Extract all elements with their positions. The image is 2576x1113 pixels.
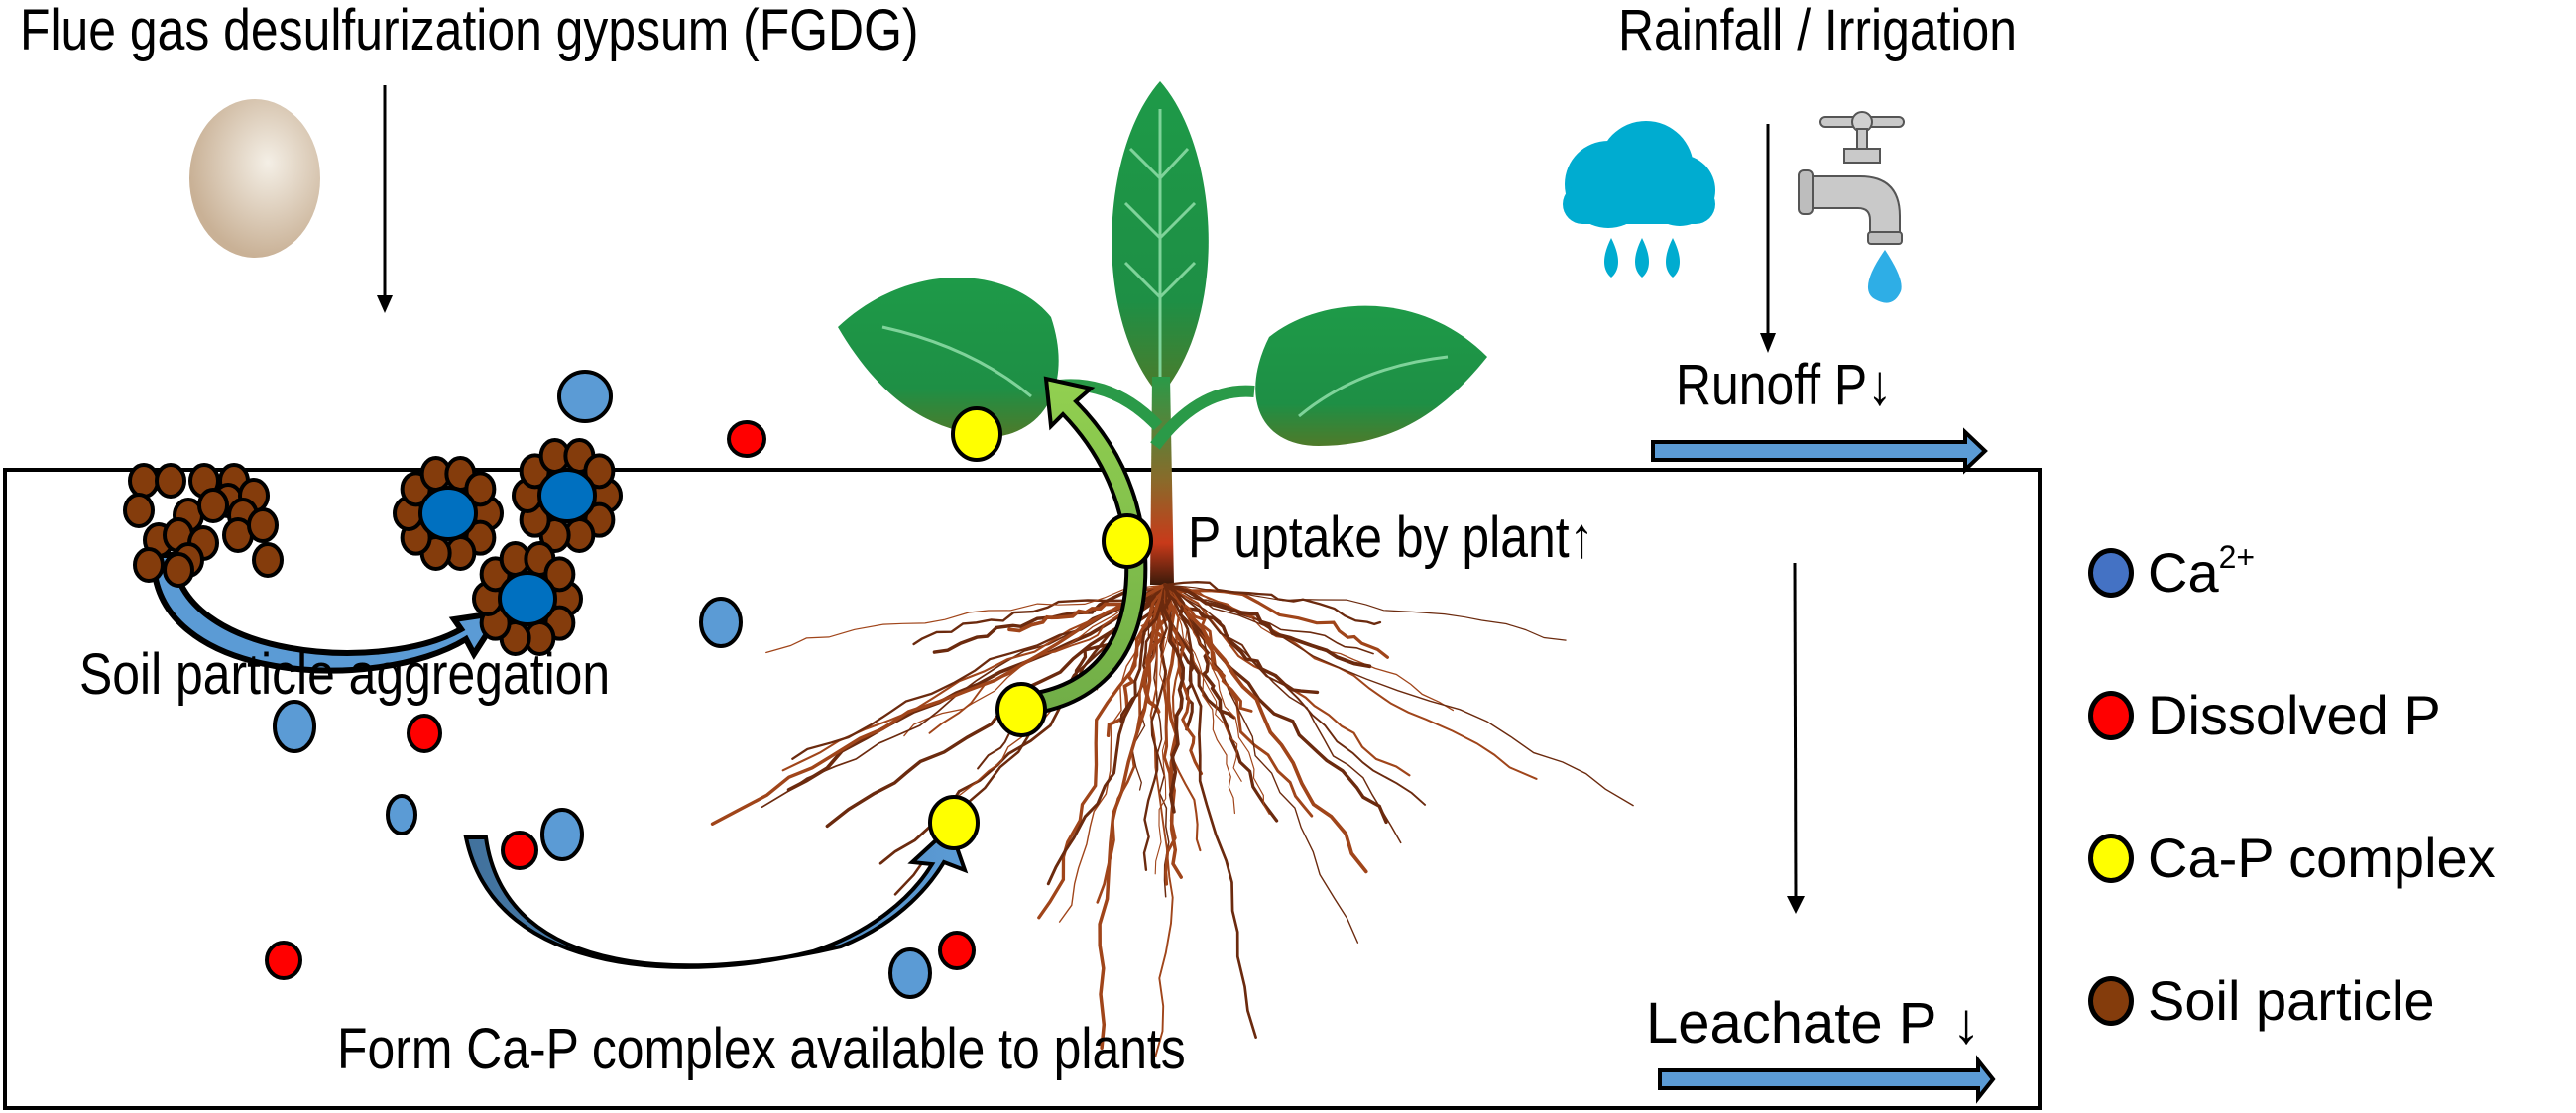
root-strand (1149, 584, 1174, 1058)
calcium-core (498, 571, 557, 626)
soil-particle (247, 507, 279, 543)
calcium-ion (888, 947, 932, 999)
root-strand (1163, 583, 1257, 1039)
legend-label: Soil particle (2148, 969, 2435, 1032)
calcium-ion (540, 808, 584, 861)
ca-p-complex (951, 406, 1002, 462)
water-drop-icon (1867, 250, 1902, 303)
root-strand (1098, 583, 1167, 1050)
calcium-ion (557, 370, 613, 423)
dissolved-p (501, 831, 538, 870)
particles (123, 370, 1153, 999)
p-uptake-label: P uptake by plant↑ (1188, 505, 1594, 570)
root-strand (761, 584, 1166, 809)
legend-item-dissolved-p: Dissolved P (2088, 688, 2441, 743)
form-ca-p-label: Form Ca-P complex available to plants (337, 1017, 1186, 1081)
dissolved-p (938, 931, 976, 970)
root-strand (1164, 584, 1567, 641)
ca-p-complex (995, 682, 1047, 737)
root-strand (1046, 583, 1167, 886)
soil-particle (464, 471, 497, 507)
soil-aggregation-label: Soil particle aggregation (79, 642, 611, 707)
root-strand (1164, 584, 1359, 944)
form-ca-p-arrow (463, 824, 969, 969)
runoff-flow-arrow (1651, 427, 1988, 475)
root-strand (765, 584, 1166, 654)
root-strand (1164, 584, 1538, 780)
plant-roots (710, 581, 1634, 1058)
soil-particle (163, 552, 194, 588)
root-strand (710, 583, 1167, 826)
root-strand (1164, 584, 1270, 815)
soil-particle (155, 463, 186, 499)
leachate-flow-arrow (1658, 1055, 1996, 1104)
soil-particle (128, 463, 160, 499)
root-strand (1164, 584, 1402, 844)
dissolved-p (407, 714, 442, 753)
dissolved-p (265, 941, 302, 980)
root-strand (1037, 583, 1167, 920)
p-uptake-arrow (1029, 376, 1148, 717)
fgdg-down-arrow (377, 85, 393, 313)
plant-leaves (838, 81, 1487, 585)
root-strand (1161, 583, 1186, 814)
calcium-ion (386, 794, 417, 835)
dissolved-p (727, 420, 766, 458)
water-faucet-icon (1798, 111, 1905, 245)
ca-p-complex-dot-icon (2088, 834, 2134, 883)
legend-label: Dissolved P (2148, 684, 2441, 746)
root-strand (1163, 583, 1253, 713)
soil-particle (133, 547, 165, 583)
legend-item-ca-p-complex: Ca-P complex (2088, 831, 2496, 886)
soil-particle (123, 493, 155, 528)
rain-cloud-icon (1563, 121, 1715, 278)
leachate-down-arrow (1787, 562, 1805, 914)
root-strand (1164, 584, 1427, 806)
gypsum-powder-icon (189, 99, 320, 258)
calcium-core (537, 468, 597, 523)
soil-particle-dot-icon (2088, 976, 2134, 1026)
calcium-ion (699, 597, 743, 648)
runoff-p-label: Runoff P↓ (1676, 353, 1893, 417)
soil-box (3, 468, 2042, 1110)
legend-item-soil-particle: Soil particle (2088, 973, 2434, 1029)
calcium-dot-icon (2088, 548, 2134, 598)
ca-p-complex (1102, 513, 1153, 569)
calcium-ion (273, 700, 316, 753)
soil-particle (583, 453, 616, 490)
dissolved-p-dot-icon (2088, 691, 2134, 740)
calcium-core (418, 486, 478, 541)
leachate-p-label: Leachate P ↓ (1646, 991, 1981, 1056)
soil-particle (252, 542, 284, 578)
legend-label: Ca-P complex (2148, 827, 2496, 889)
legend-item-calcium: Ca2+ (2088, 541, 2255, 601)
root-strand (1142, 583, 1169, 871)
ca-p-complex (928, 795, 980, 850)
root-strand (1164, 584, 1235, 815)
fgdg-title: Flue gas desulfurization gypsum (FGDG) (20, 0, 919, 62)
rainfall-irrigation-title: Rainfall / Irrigation (1618, 0, 2017, 62)
rainfall-down-arrow (1760, 124, 1776, 353)
legend-label: Ca (2148, 541, 2219, 604)
root-strand (1154, 584, 1171, 875)
root-strand (1164, 584, 1634, 807)
root-strand (1163, 583, 1389, 659)
soil-particle (197, 488, 229, 523)
root-strand (1163, 583, 1368, 874)
legend-superscript: 2+ (2218, 539, 2256, 575)
soil-particle (543, 556, 576, 593)
